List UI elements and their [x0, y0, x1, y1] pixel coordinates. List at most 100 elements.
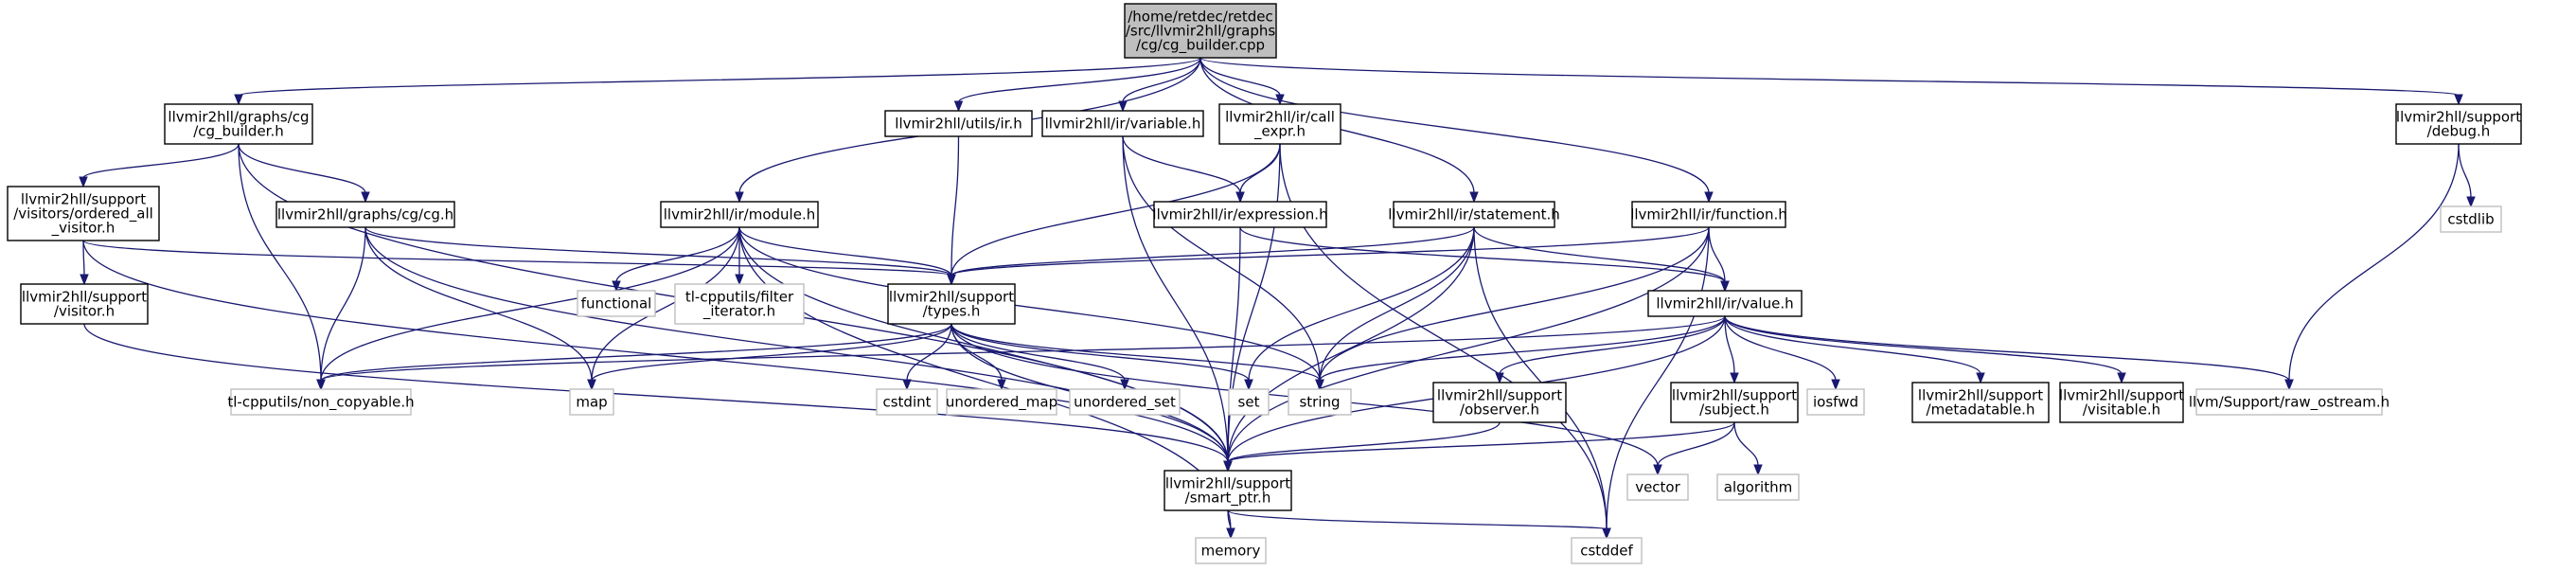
node-label-line: cstddef — [1580, 543, 1633, 560]
node-cstdlib: cstdlib — [2440, 205, 2502, 233]
edge-function_h-to-value_h — [1708, 226, 1730, 293]
node-functional: functional — [577, 290, 656, 317]
node-box — [1647, 290, 1803, 317]
node-label-line: algorithm — [1724, 479, 1792, 496]
edge-value_h-to-non_copyable_h — [316, 315, 1726, 391]
node-label-line: /metadatable.h — [1927, 401, 2035, 419]
edge-value_h-to-subject_h — [1724, 315, 1739, 384]
node-box — [20, 283, 149, 325]
node-label-line: _visitor.h — [51, 220, 115, 238]
node-box — [1716, 473, 1800, 501]
node-box — [1393, 201, 1555, 228]
node-visitable-h[interactable]: llvmir2hll/support/visitable.h — [2059, 382, 2184, 423]
node-subject-h[interactable]: llvmir2hll/support/subject.h — [1670, 382, 1799, 423]
node-value-h[interactable]: llvmir2hll/ir/value.h — [1647, 290, 1803, 317]
node-label-line: tl-cpputils/filter — [685, 289, 794, 306]
node-label-line: /visitors/ordered_all — [13, 205, 153, 223]
node-label-line: llvmir2hll/support — [2396, 109, 2521, 126]
node-box — [1631, 201, 1786, 228]
node-label-line: llvmir2hll/ir/call — [1225, 109, 1335, 126]
edge-value_h-to-raw_ostream_h — [1724, 315, 2294, 391]
node-box — [1806, 388, 1865, 416]
node-box — [2440, 205, 2502, 233]
node-cstdint: cstdint — [876, 388, 938, 416]
node-observer-h[interactable]: llvmir2hll/support/observer.h — [1432, 382, 1567, 423]
node-box — [569, 388, 614, 416]
node-label-line: cstdint — [882, 394, 931, 411]
node-box — [1626, 473, 1689, 501]
node-label-line: functional — [581, 295, 652, 312]
node-label-line: cstdlib — [2447, 211, 2494, 228]
node-label-line: /cg/cg_builder.cpp — [1136, 37, 1265, 55]
node-box — [2059, 382, 2184, 423]
node-set: set — [1228, 388, 1270, 416]
node-box — [1288, 388, 1352, 416]
node-box — [577, 290, 656, 317]
edge-module_h-to-functional — [612, 226, 740, 293]
node-function-h[interactable]: llvmir2hll/ir/function.h — [1630, 201, 1787, 228]
node-smart-ptr-h[interactable]: llvmir2hll/support/smart_ptr.h — [1164, 470, 1292, 511]
node-label-line: /observer.h — [1460, 401, 1539, 419]
edge-root-to-utils_ir_h — [953, 57, 1201, 113]
node-statement-h[interactable]: llvmir2hll/ir/statement.h — [1388, 201, 1560, 228]
edge-root-to-debug_h — [1199, 57, 2463, 106]
node-call-expr-h[interactable]: llvmir2hll/ir/call_expr.h — [1218, 103, 1341, 145]
edge-smart_ptr_h-to-cstddef — [1227, 509, 1611, 540]
node-box — [1228, 388, 1270, 416]
edge-cg_h-to-map — [364, 226, 596, 391]
node-box — [1124, 3, 1277, 59]
node-label-line: unordered_set — [1074, 394, 1176, 412]
node-label-line: llvmir2hll/support — [21, 191, 146, 208]
node-label-line: set — [1238, 394, 1260, 411]
node-box — [1041, 110, 1204, 137]
node-box — [674, 283, 805, 325]
node-utils-ir-h[interactable]: llvmir2hll/utils/ir.h — [884, 110, 1033, 137]
edge-root-to-cg_builder_h — [234, 57, 1201, 106]
node-box — [1911, 382, 2050, 423]
edge-module_h-to-string — [738, 226, 1324, 391]
node-debug-h[interactable]: llvmir2hll/support/debug.h — [2395, 103, 2522, 145]
node-filter-iterator-h: tl-cpputils/filter_iterator.h — [674, 283, 805, 325]
node-label-line: tl-cpputils/non_copyable.h — [227, 394, 414, 412]
node-cg-builder-h[interactable]: llvmir2hll/graphs/cg/cg_builder.h — [164, 103, 313, 145]
node-label-line: llvmir2hll/graphs/cg/cg.h — [277, 206, 453, 223]
node-memory: memory — [1195, 537, 1267, 564]
node-types-h[interactable]: llvmir2hll/support/types.h — [887, 283, 1016, 325]
edge-types_h-to-map — [587, 323, 952, 391]
node-label-line: llvmir2hll/ir/variable.h — [1045, 116, 1201, 133]
edge-function_h-to-types_h — [947, 226, 1710, 286]
node-expression-h[interactable]: llvmir2hll/ir/expression.h — [1152, 201, 1328, 228]
node-box — [164, 103, 313, 145]
edge-value_h-to-observer_h — [1495, 315, 1726, 384]
node-ordered-all-visitor-h[interactable]: llvmir2hll/support/visitors/ordered_all_… — [7, 186, 160, 241]
edge-value_h-to-iosfwd — [1724, 315, 1840, 391]
node-box — [7, 186, 160, 241]
node-box — [1670, 382, 1799, 423]
node-cg-h[interactable]: llvmir2hll/graphs/cg/cg.h — [275, 201, 455, 228]
node-iosfwd: iosfwd — [1806, 388, 1865, 416]
node-box — [884, 110, 1033, 137]
node-box — [660, 201, 819, 228]
edge-types_h-to-unordered_set — [950, 323, 1129, 391]
node-visitor-h[interactable]: llvmir2hll/support/visitor.h — [20, 283, 149, 325]
node-box — [1195, 537, 1267, 564]
edge-root-to-function_h — [1199, 57, 1714, 204]
node-root[interactable]: /home/retdec/retdec/src/llvmir2hll/graph… — [1124, 3, 1277, 59]
node-label-line: string — [1299, 394, 1340, 411]
node-label-line: /types.h — [923, 303, 981, 320]
node-label-line: /visitor.h — [54, 303, 115, 320]
edge-types_h-to-cstdint — [902, 323, 952, 391]
node-box — [2395, 103, 2522, 145]
node-string: string — [1288, 388, 1352, 416]
node-box — [1069, 388, 1181, 416]
node-label-line: unordered_map — [946, 394, 1057, 412]
node-variable-h[interactable]: llvmir2hll/ir/variable.h — [1041, 110, 1204, 137]
edge-cg_h-to-non_copyable_h — [316, 226, 366, 391]
node-module-h[interactable]: llvmir2hll/ir/module.h — [660, 201, 819, 228]
node-box — [1153, 201, 1327, 228]
node-label-line: _expr.h — [1253, 123, 1306, 141]
node-label-line: /subject.h — [1699, 401, 1769, 419]
node-metadatable-h[interactable]: llvmir2hll/support/metadatable.h — [1911, 382, 2050, 423]
edge-ordered_all_visitor_h-to-smart_ptr_h — [82, 240, 1233, 473]
node-label-line: llvm/Support/raw_ostream.h — [2189, 394, 2389, 412]
